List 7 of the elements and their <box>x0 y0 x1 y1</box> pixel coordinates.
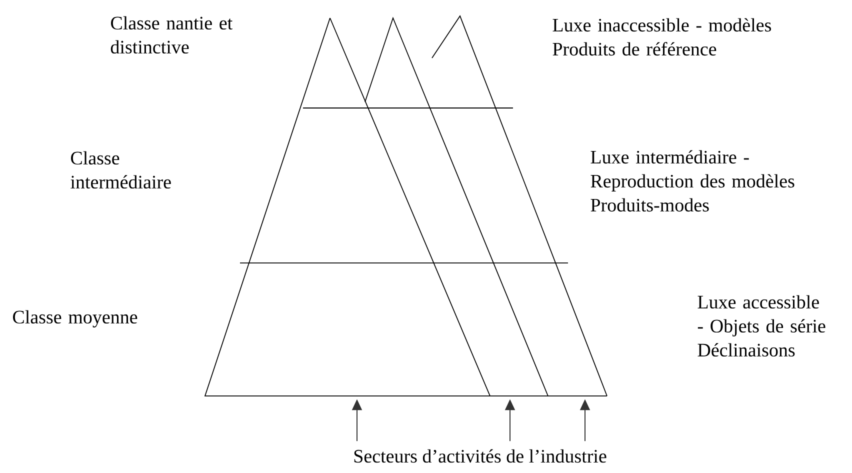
side-label: Luxe intermédiaire - Reproduction des modèles Produits-modes <box>590 150 794 212</box>
side-label: Classe intermédiaire <box>70 151 171 189</box>
side-label: Classe nantie et distinctive <box>110 16 232 54</box>
side-label: Luxe accessible - Objets de série Déclinaisons <box>698 295 826 357</box>
side-label: Luxe inaccessible - modèles Produits de référence <box>552 18 771 56</box>
side-label: Classe moyenne <box>13 310 138 328</box>
caption-text: Secteurs d’activités de l’industrie <box>354 449 606 463</box>
